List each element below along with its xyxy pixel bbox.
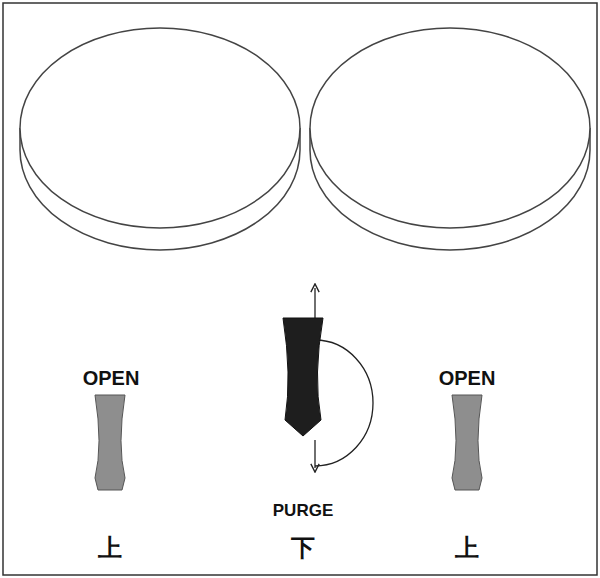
open-label: OPEN — [439, 368, 496, 388]
right-open-lever — [452, 395, 482, 490]
up-label: 上 — [98, 536, 122, 560]
open-label: OPEN — [83, 368, 140, 388]
down-label: 下 — [291, 536, 315, 560]
up-label: 上 — [455, 536, 479, 560]
purge-label: PURGE — [273, 502, 333, 519]
left-knob — [20, 28, 300, 250]
purge-lever — [283, 318, 323, 436]
rotation-arrow — [315, 288, 373, 468]
frame — [3, 3, 597, 575]
right-knob — [310, 28, 590, 250]
left-open-lever — [95, 395, 125, 490]
